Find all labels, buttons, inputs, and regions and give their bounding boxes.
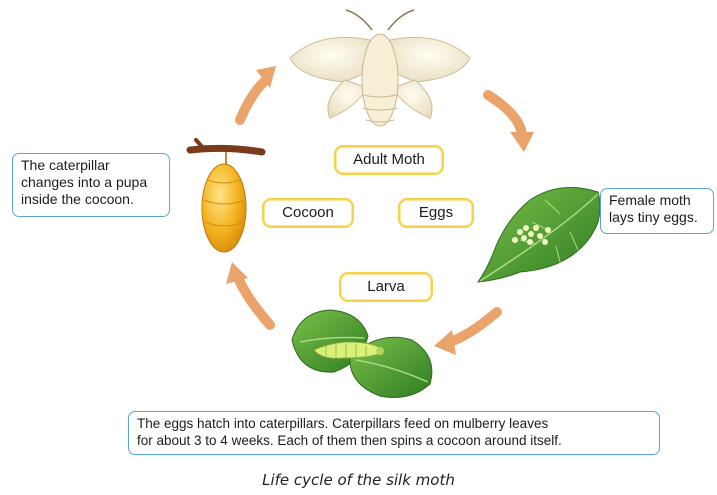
eggs-callout-line: Female moth (609, 192, 705, 209)
silk-moth-icon (290, 10, 470, 126)
cycle-arrow-icon (240, 66, 276, 120)
cycle-arrow-icon (434, 312, 497, 355)
eggs-callout: Female moth lays tiny eggs. (600, 188, 714, 234)
eggs-callout-line: lays tiny eggs. (609, 209, 705, 226)
larva-callout-line: The eggs hatch into caterpillars. Caterp… (137, 415, 651, 432)
cocoon-callout-line: The caterpillar (21, 157, 161, 174)
cycle-arrow-icon (488, 95, 534, 152)
stage-label-adult-moth: Adult Moth (334, 145, 444, 175)
cocoon-callout-line: changes into a pupa (21, 174, 161, 191)
stage-label-larva: Larva (339, 272, 433, 302)
cycle-arrow-icon (226, 262, 270, 325)
cocoon-callout: The caterpillar changes into a pupa insi… (12, 153, 170, 217)
larva-callout: The eggs hatch into caterpillars. Caterp… (128, 411, 660, 455)
stage-label-cocoon: Cocoon (262, 198, 354, 228)
caterpillar-on-leaf-icon (292, 310, 432, 398)
cocoon-callout-line: inside the cocoon. (21, 191, 161, 208)
cocoon-on-twig-icon (190, 140, 262, 252)
mulberry-leaf-with-eggs-icon (478, 188, 600, 283)
stage-label-eggs: Eggs (398, 198, 474, 228)
diagram-caption: Life cycle of the silk moth (0, 471, 717, 489)
larva-callout-line: for about 3 to 4 weeks. Each of them the… (137, 432, 651, 449)
